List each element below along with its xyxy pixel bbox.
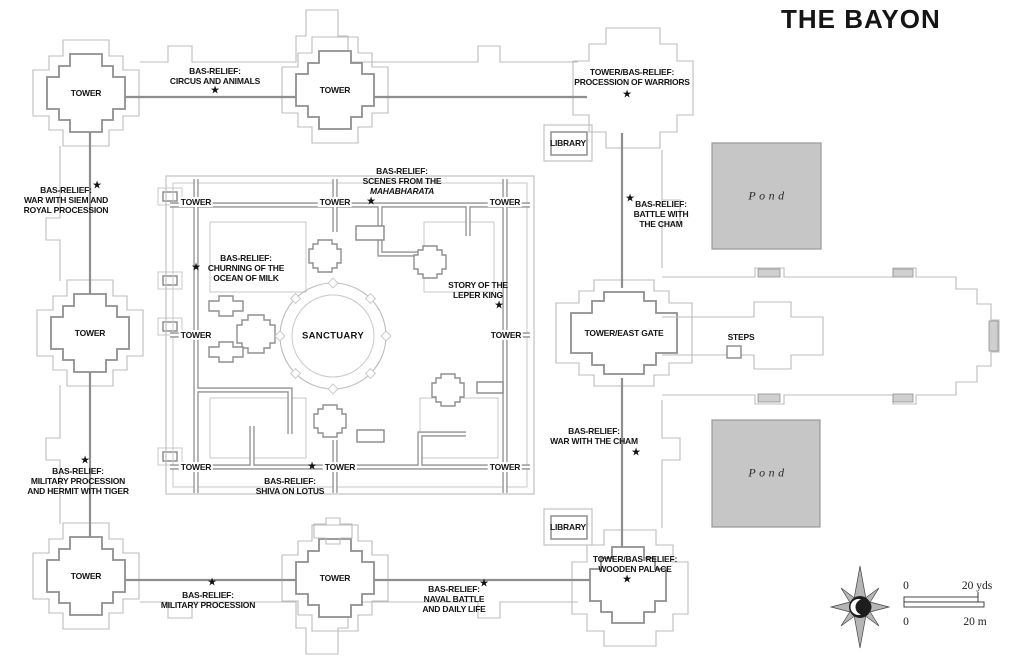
bas-relief-star-icon: ★ [307, 460, 317, 473]
label-naval: BAS-RELIEF: NAVAL BATTLE AND DAILY LIFE [422, 583, 486, 615]
label-inner-tower-w: TOWER [178, 329, 214, 341]
outer-towers [46, 50, 678, 624]
label-mahabharata-title: MAHABHARATA [369, 185, 435, 196]
tower-shape [46, 536, 126, 616]
scale-zero-bottom: 0 [903, 616, 909, 628]
tower-shape [50, 293, 130, 373]
bas-relief-star-icon: ★ [207, 576, 217, 589]
tower-shape [295, 50, 375, 130]
label-war-cham: BAS-RELIEF: WAR WITH THE CHAM [550, 425, 638, 446]
label-library-south: LIBRARY [549, 521, 587, 532]
label-war-siem: BAS-RELIEF: WAR WITH SIEM AND ROYAL PROC… [23, 184, 109, 216]
scale-yards-label: 20 yds [961, 580, 993, 592]
label-procession-warriors: TOWER/BAS-RELIEF: PROCESSION OF WARRIORS [574, 66, 690, 87]
tower-shape [295, 538, 375, 618]
label-tower-top-mid: TOWER [319, 84, 351, 95]
scale-bar [903, 592, 985, 608]
label-tower-bottom-mid: TOWER [319, 572, 351, 583]
inner-gallery [165, 175, 535, 545]
label-leper-king: STORY OF THE LEPER KING [448, 279, 508, 300]
label-inner-tower-nw: TOWER [178, 196, 214, 208]
label-military-procession: BAS-RELIEF: MILITARY PROCESSION [160, 589, 256, 610]
label-churning: BAS-RELIEF: CHURNING OF THE OCEAN OF MIL… [207, 252, 285, 284]
wooden-palace-tower-shape [589, 546, 667, 624]
outer-gallery-walls [88, 95, 624, 582]
courtyard-structures [157, 187, 183, 466]
bas-relief-star-icon: ★ [191, 261, 201, 274]
label-inner-tower-se: TOWER [487, 461, 523, 473]
scale-zero-top: 0 [903, 580, 909, 592]
pond-south [711, 419, 821, 528]
label-mahabharata: BAS-RELIEF: SCENES FROM THE [362, 165, 442, 186]
label-inner-tower-n: TOWER [317, 196, 353, 208]
label-inner-tower-s: TOWER [322, 461, 358, 473]
label-inner-tower-ne: TOWER [487, 196, 523, 208]
label-inner-tower-sw: TOWER [178, 461, 214, 473]
bas-relief-star-icon: ★ [210, 84, 220, 97]
crescent-moon-icon [849, 596, 872, 618]
label-library-north: LIBRARY [549, 137, 587, 148]
map-title: THE BAYON [781, 4, 941, 34]
label-sanctuary: SANCTUARY [302, 330, 364, 342]
bas-relief-star-icon: ★ [622, 573, 632, 586]
label-steps: STEPS [727, 331, 755, 342]
east-terrace [662, 267, 1000, 405]
bas-relief-star-icon: ★ [622, 88, 632, 101]
bas-relief-star-icon: ★ [92, 179, 102, 192]
bas-relief-star-icon: ★ [625, 192, 635, 205]
label-bas-relief-circus: BAS-RELIEF: CIRCUS AND ANIMALS [169, 65, 261, 86]
pond-north [711, 142, 822, 250]
inner-shrines [208, 225, 504, 443]
label-tower-top-left: TOWER [70, 87, 102, 98]
compass-rose-icon [829, 565, 891, 649]
bas-relief-star-icon: ★ [631, 446, 641, 459]
label-tower-bottom-left: TOWER [70, 570, 102, 581]
scale-meters-label: 20 m [963, 616, 987, 628]
bas-relief-star-icon: ★ [366, 195, 376, 208]
libraries [543, 124, 593, 546]
label-battle-cham: BAS-RELIEF: BATTLE WITH THE CHAM [633, 198, 689, 230]
tower-shape [46, 53, 126, 133]
label-inner-tower-e: TOWER [488, 329, 524, 341]
bas-relief-star-icon: ★ [80, 454, 90, 467]
label-shiva: BAS-RELIEF: SHIVA ON LOTUS [255, 475, 325, 496]
label-pond-south: Pond [748, 465, 788, 480]
label-wooden-palace: TOWER/BAS-RELIEF: WOODEN PALACE [592, 553, 678, 574]
east-gate-shape [570, 291, 678, 375]
label-tower-west: TOWER [74, 327, 106, 338]
sanctuary-shape [274, 277, 392, 395]
label-pond-north: Pond [748, 188, 788, 203]
outer-enclosure-outline [32, 9, 694, 655]
ponds [711, 142, 822, 528]
bas-relief-star-icon: ★ [494, 299, 504, 312]
label-east-gate: TOWER/EAST GATE [584, 327, 664, 338]
label-military-tiger: BAS-RELIEF: MILITARY PROCESSION AND HERM… [27, 465, 129, 497]
bas-relief-star-icon: ★ [479, 577, 489, 590]
steps-shape [726, 345, 742, 359]
